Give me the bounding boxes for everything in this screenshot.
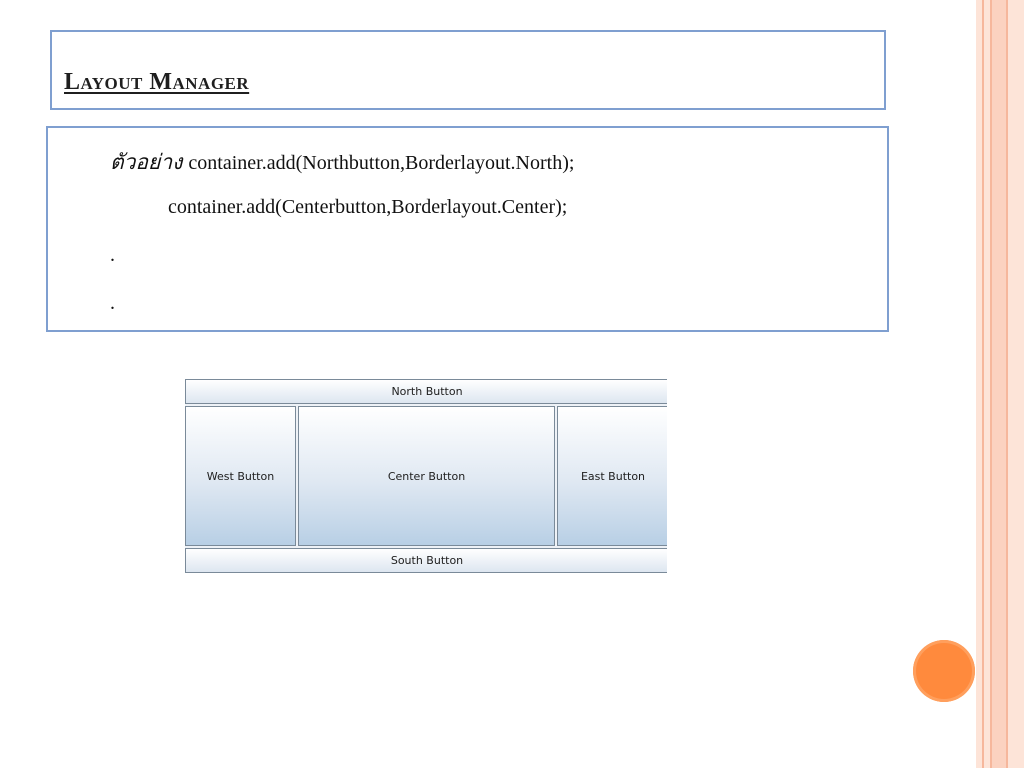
stripe (976, 0, 982, 768)
east-button-label: East Button (580, 469, 646, 483)
title-box: Layout Manager (50, 30, 886, 110)
border-layout-demo: North Button West Button Center Button E… (185, 379, 667, 573)
stripe (1006, 0, 1008, 768)
west-button[interactable]: West Button (185, 406, 296, 546)
north-button-label: North Button (391, 385, 463, 398)
code-line-4: . (110, 292, 115, 314)
decorative-circle (913, 640, 975, 702)
code-line-3: . (110, 244, 115, 266)
stripe (982, 0, 984, 768)
west-button-label: West Button (206, 469, 275, 483)
stripe (992, 0, 1006, 768)
east-button[interactable]: East Button (557, 406, 667, 546)
stripe (984, 0, 990, 768)
code-line-2: container.add(Centerbutton,Borderlayout.… (168, 196, 568, 218)
page-title: Layout Manager (64, 69, 250, 95)
center-button[interactable]: Center Button (298, 406, 555, 546)
south-button-label: South Button (390, 554, 464, 567)
center-button-label: Center Button (387, 469, 466, 483)
code-text: container.add(Northbutton,Borderlayout.N… (188, 152, 575, 174)
south-button[interactable]: South Button (185, 548, 667, 573)
stripe (1008, 0, 1024, 768)
north-button[interactable]: North Button (185, 379, 667, 404)
decorative-stripes (976, 0, 1024, 768)
stripe (990, 0, 992, 768)
example-label: ตัวอย่าง (110, 150, 183, 174)
